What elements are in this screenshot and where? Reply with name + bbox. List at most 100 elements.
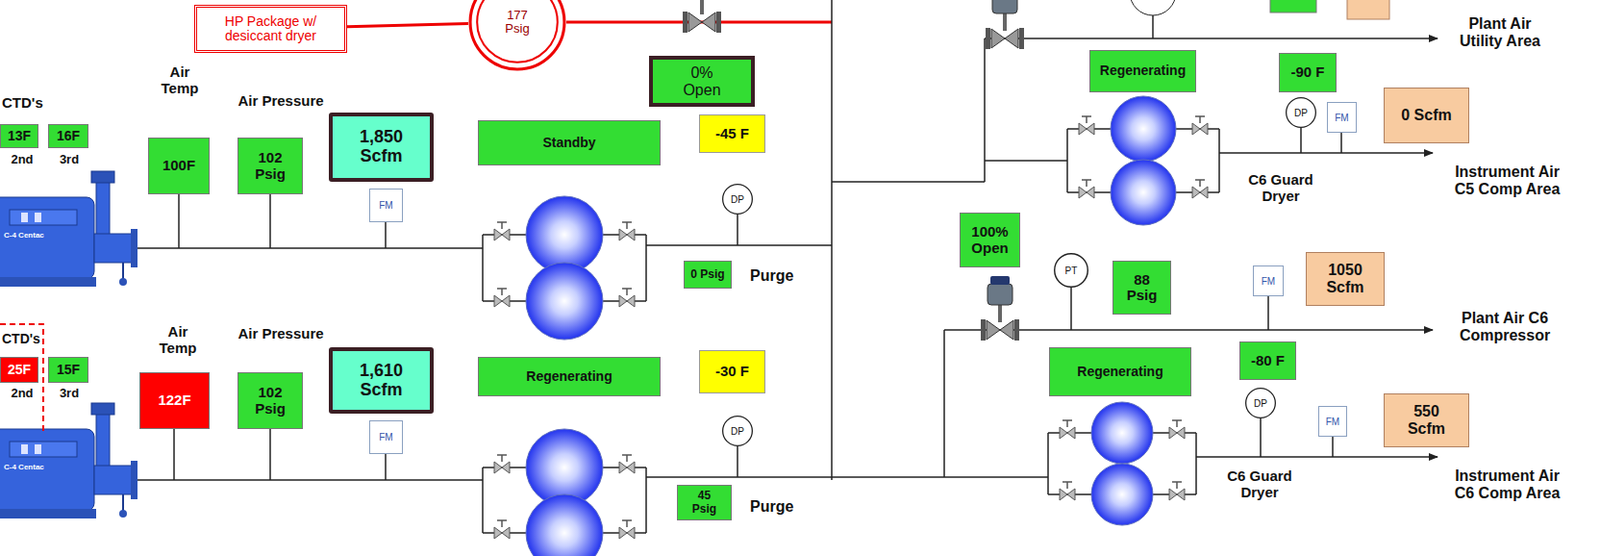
dashed-bracket [0, 324, 44, 434]
valve-symbol [1059, 488, 1075, 500]
flow-meter-symbol: FM [369, 420, 403, 454]
node-text: -80 F [1250, 352, 1285, 370]
dryer-vessel [1110, 96, 1176, 162]
node-text: -30 F [715, 363, 750, 380]
valve-stem [700, 0, 704, 15]
valve-stem [500, 288, 503, 296]
pipe-line [736, 214, 739, 246]
gauge-circle [1129, 0, 1176, 16]
valve-symbol [619, 228, 635, 241]
node-text: 100% Open [966, 224, 1015, 256]
valve-stem [625, 222, 628, 229]
valve-stem [1066, 481, 1069, 489]
circle-outline [1246, 388, 1276, 419]
valve-flange [1019, 27, 1025, 50]
instrument-circle: PT [1053, 252, 1089, 288]
node-text: 0% Open [677, 64, 726, 99]
control-valve [688, 12, 716, 32]
node-text: Regenerating [1100, 63, 1186, 78]
node-text: -45 F [715, 125, 750, 143]
flow-meter-symbol: FM [1326, 101, 1357, 133]
node-text: FM [378, 431, 393, 443]
node-text: FM [378, 200, 393, 211]
package-box: HP Package w/ desiccant dryer [194, 4, 348, 53]
valve-flange [980, 319, 986, 341]
flow-arrow [984, 37, 1438, 40]
node-text: 122F [157, 392, 191, 409]
node-text: Regenerating [525, 369, 612, 384]
annotation-label: Air Pressure [223, 92, 339, 109]
alarm-box: 25F [0, 356, 39, 383]
annotation-label: C6 Guard Dryer [1242, 171, 1320, 205]
pipe-line [736, 446, 739, 477]
node-text: DP [730, 425, 745, 437]
pipe-line [1066, 128, 1069, 193]
node-text: 102 Psig [249, 150, 293, 182]
dryer-vessel [1091, 463, 1153, 525]
node-text: 16F [56, 128, 80, 144]
valve-symbol [1059, 426, 1075, 439]
dryer-vessel [525, 494, 603, 556]
valve-symbol [494, 228, 510, 241]
flow-meter-symbol: FM [369, 188, 403, 223]
status-box: 88 Psig [1112, 260, 1172, 315]
pipe-line [1267, 296, 1270, 330]
instrument-circle: DP [722, 183, 753, 215]
status-box [1270, 0, 1317, 13]
annotation-label: Purge [750, 267, 812, 285]
pipe-line [1218, 128, 1221, 193]
node-text: DP [1294, 107, 1308, 119]
valve-handle [622, 221, 632, 224]
valve-stem [500, 520, 503, 527]
instrument-circle: DP [722, 415, 753, 447]
pipe-line [646, 244, 832, 247]
pipe-line [1070, 287, 1073, 330]
valve-handle [1062, 419, 1073, 422]
pipe-line [481, 234, 484, 301]
valve-position-box: 0% Open [649, 55, 755, 107]
valve-stem [1085, 116, 1088, 124]
node-text: 550 Scfm [1402, 402, 1451, 437]
status-box: 45 Psig [676, 484, 732, 521]
flow-box: 1050 Scfm [1305, 251, 1385, 306]
alarm-box: 122F [139, 372, 210, 429]
pipe-line [1047, 432, 1050, 495]
dewpoint-box: -30 F [699, 350, 766, 394]
status-box: 102 Psig [237, 137, 303, 195]
valve-handle [622, 519, 632, 522]
pipe-line [384, 453, 387, 480]
pressure-ring: 177 Psig [468, 0, 567, 72]
valve-stem [500, 454, 503, 462]
pipe-line [831, 180, 985, 183]
valve-symbol [619, 295, 635, 307]
valve-symbol [1192, 186, 1208, 199]
dryer-vessel [1110, 159, 1176, 225]
valve-stem [1175, 420, 1178, 427]
compressor-illustration [0, 171, 138, 287]
status-box: 16F [48, 124, 89, 149]
pipe-line [269, 428, 272, 480]
control-valve [991, 28, 1019, 49]
annotation-label: Purge [750, 498, 812, 516]
circle-outline [1054, 253, 1089, 288]
valve-stem [1199, 116, 1201, 124]
circle-outline [1286, 98, 1317, 128]
node-text: 13F [7, 128, 31, 144]
valve-stem [1085, 179, 1088, 187]
node-text: 0 Psig [690, 268, 725, 281]
instrument-circle: DP [1245, 387, 1276, 419]
valve-flange [1014, 319, 1020, 341]
annotation-label: C6 Guard Dryer [1221, 467, 1299, 501]
circle-outline [723, 416, 753, 447]
valve-symbol [1078, 186, 1095, 199]
pipe-line [830, 0, 833, 480]
annotation-label: Air Temp [155, 63, 204, 98]
node-text: Standby [542, 135, 596, 150]
dryer-status-bar: Standby [477, 120, 661, 166]
valve-stem [500, 222, 503, 229]
supply-line [347, 23, 469, 26]
pipe-line [645, 467, 648, 533]
flow-box [1347, 0, 1390, 20]
valve-stem [625, 520, 628, 527]
